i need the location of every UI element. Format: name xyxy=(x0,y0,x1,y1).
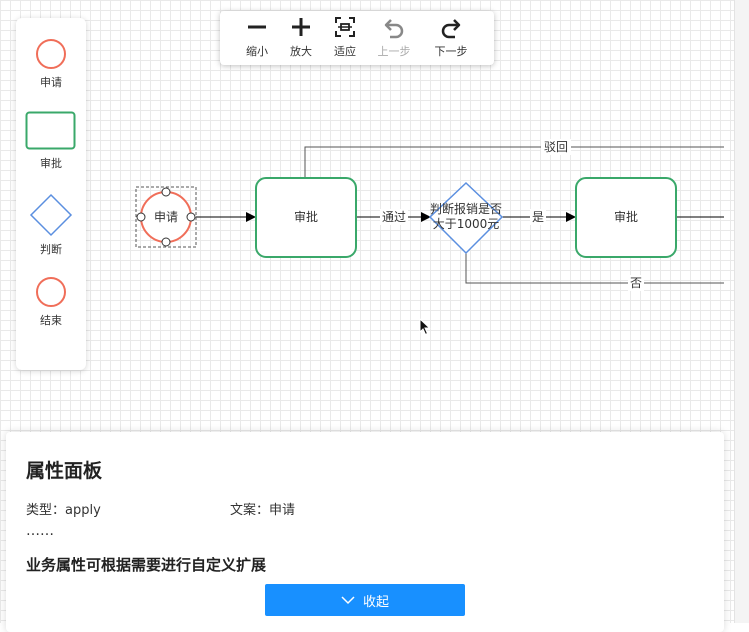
end-circle-icon xyxy=(36,277,66,307)
palette-label-approve: 审批 xyxy=(40,157,62,170)
edge-label-pass: 通过 xyxy=(382,210,406,224)
approve-node-2[interactable]: 审批 xyxy=(575,177,677,258)
minus-icon xyxy=(248,25,266,29)
approve-node-1[interactable]: 审批 xyxy=(255,177,357,258)
palette-item-judge[interactable]: 判断 xyxy=(16,193,86,257)
mouse-cursor-icon xyxy=(419,318,431,336)
edge-label-yes: 是 xyxy=(532,210,544,224)
edge-reject[interactable] xyxy=(304,146,724,178)
start-node[interactable]: 申请 xyxy=(135,186,197,248)
redo-label: 下一步 xyxy=(434,45,468,58)
panel-extension-note: 业务属性可根据需要进行自定义扩展 xyxy=(26,556,267,574)
palette-item-apply[interactable]: 申请 xyxy=(16,38,86,90)
undo-icon xyxy=(384,19,404,39)
approve-rect-icon xyxy=(25,111,76,150)
property-panel: 属性面板 类型：apply 文案：申请 …… 业务属性可根据需要进行自定义扩展 … xyxy=(6,432,724,632)
undo-button[interactable]: 上一步 xyxy=(369,15,419,61)
anchor-top[interactable] xyxy=(161,187,171,197)
palette-item-approve[interactable]: 审批 xyxy=(16,111,86,171)
approve-node-2-label: 审批 xyxy=(614,209,638,224)
zoom-out-button[interactable]: 缩小 xyxy=(232,15,282,61)
anchor-right[interactable] xyxy=(186,212,196,222)
palette-label-end: 结束 xyxy=(40,314,62,327)
palette-label-apply: 申请 xyxy=(40,76,62,89)
approve-node-1-label: 审批 xyxy=(294,209,318,224)
vertical-scrollbar[interactable] xyxy=(734,0,749,623)
judge-diamond-icon xyxy=(29,193,73,237)
fit-view-button[interactable]: 适应 xyxy=(320,15,370,61)
zoom-in-button[interactable]: 放大 xyxy=(276,15,326,61)
control-toolbar: 缩小 放大 适应 上一步 下一步 xyxy=(220,11,494,65)
decision-node-label-line2: 大于1000元 xyxy=(433,217,500,231)
redo-button[interactable]: 下一步 xyxy=(426,15,476,61)
palette-item-end[interactable]: 结束 xyxy=(16,276,86,328)
fit-screen-icon xyxy=(335,17,355,37)
panel-title: 属性面板 xyxy=(26,460,103,482)
flow-diagram: 通过 是 驳回 否 申请 审批 判断报销是否 大于1000元 审批 xyxy=(135,139,724,291)
collapse-button[interactable]: 收起 xyxy=(265,584,465,616)
fit-view-label: 适应 xyxy=(334,45,356,58)
collapse-label: 收起 xyxy=(362,594,389,610)
plus-icon xyxy=(292,18,310,36)
node-palette: 申请 审批 判断 结束 xyxy=(16,18,86,370)
edge-label-reject: 驳回 xyxy=(544,140,568,154)
prop-type: 类型：apply xyxy=(26,503,101,518)
zoom-in-label: 放大 xyxy=(290,45,312,58)
zoom-out-label: 缩小 xyxy=(246,45,268,58)
redo-icon xyxy=(441,19,461,39)
start-node-label: 申请 xyxy=(154,210,178,224)
edge-label-no: 否 xyxy=(630,276,642,290)
apply-circle-icon xyxy=(36,39,66,69)
decision-node[interactable]: 判断报销是否 大于1000元 xyxy=(428,181,504,255)
palette-label-judge: 判断 xyxy=(40,243,62,256)
anchor-bottom[interactable] xyxy=(161,237,171,247)
undo-label: 上一步 xyxy=(377,45,411,58)
panel-ellipsis: …… xyxy=(26,523,54,539)
chevron-down-icon xyxy=(341,596,355,605)
anchor-left[interactable] xyxy=(136,212,146,222)
decision-node-label-line1: 判断报销是否 xyxy=(430,201,502,216)
prop-text: 文案：申请 xyxy=(230,503,296,518)
